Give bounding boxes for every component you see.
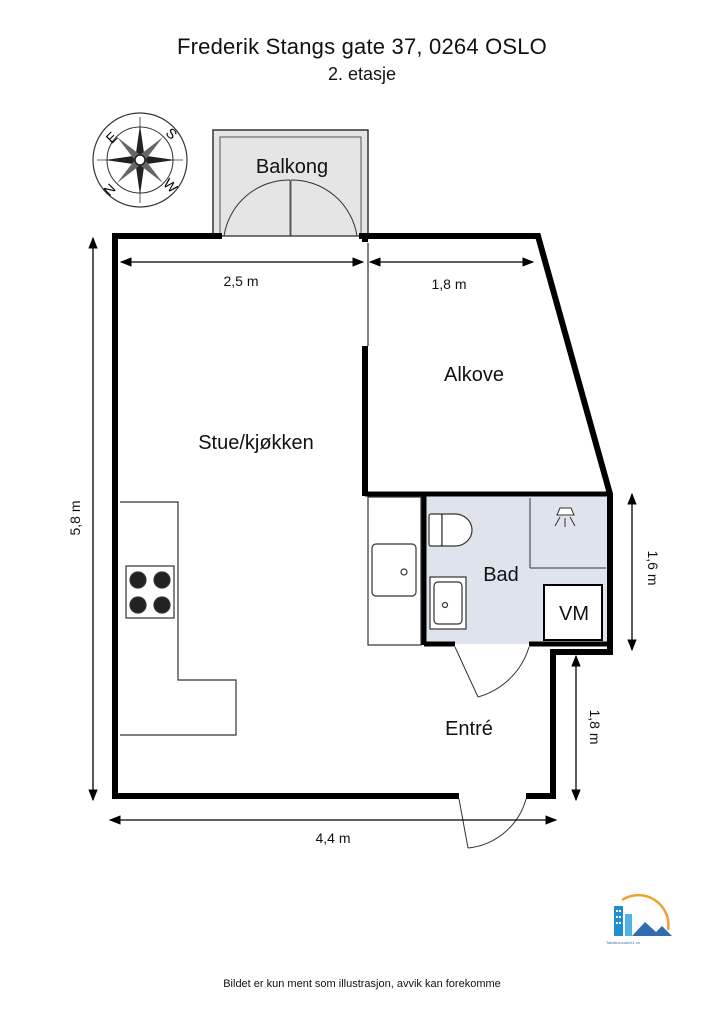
dim-total-height: 5,8 m bbox=[67, 500, 83, 535]
dimension-lines bbox=[88, 236, 637, 825]
logo-text: Takstkonsulent1.no bbox=[606, 940, 641, 945]
bathroom-sink bbox=[429, 576, 467, 630]
entrance-door bbox=[458, 798, 527, 849]
toilet bbox=[428, 513, 473, 547]
room-label-bathroom: Bad bbox=[483, 564, 519, 586]
plan-title: Frederik Stangs gate 37, 0264 OSLO bbox=[176, 34, 547, 59]
room-label-balcony: Balkong bbox=[256, 156, 328, 178]
kitchen-sink-counter bbox=[367, 496, 422, 646]
washer bbox=[543, 584, 603, 641]
compass: N E S W bbox=[92, 112, 188, 208]
compass-west: W bbox=[160, 175, 181, 196]
balcony bbox=[212, 129, 369, 237]
floor-label: 2. etasje bbox=[327, 64, 397, 84]
room-label-entrance: Entré bbox=[445, 718, 493, 740]
dim-entrance-height: 1,8 m bbox=[587, 709, 603, 744]
washer-label: VM bbox=[559, 603, 589, 625]
company-logo: Takstkonsulent1.no bbox=[606, 893, 672, 945]
kitchen-counter bbox=[120, 501, 237, 736]
dim-alcove-width: 1,8 m bbox=[431, 276, 466, 292]
dim-bath-height: 1,6 m bbox=[645, 550, 661, 585]
compass-east: E bbox=[103, 129, 121, 147]
shower bbox=[529, 498, 606, 569]
compass-south: S bbox=[163, 125, 181, 143]
bathroom-door bbox=[454, 646, 530, 698]
room-label-living-kitchen: Stue/kjøkken bbox=[198, 432, 314, 454]
room-label-alcove: Alkove bbox=[444, 364, 504, 386]
disclaimer: Bildet er kun ment som illustrasjon, avv… bbox=[223, 978, 501, 990]
dim-living-width: 2,5 m bbox=[223, 273, 258, 289]
interior-walls bbox=[362, 243, 610, 647]
dim-total-width: 4,4 m bbox=[315, 830, 350, 846]
